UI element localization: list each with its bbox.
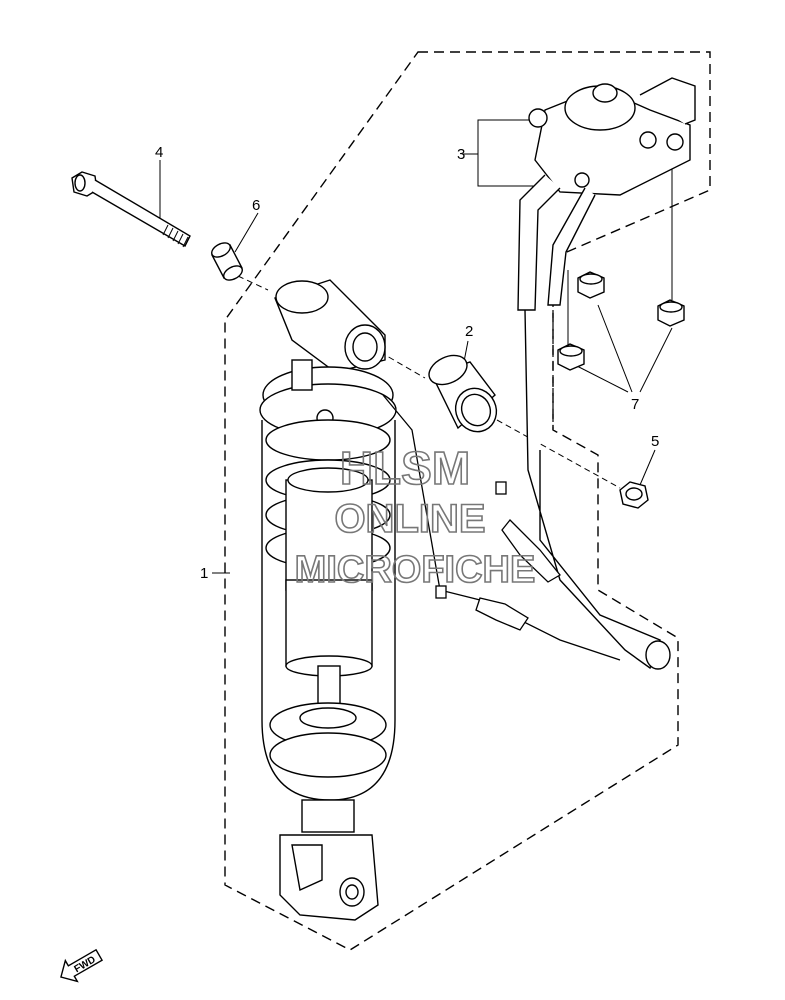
adjuster-assembly <box>517 77 696 670</box>
callouts: 1 2 3 4 5 6 7 <box>155 144 659 582</box>
watermark-line-3: MICROFICHE <box>295 549 536 591</box>
callout-5: 5 <box>651 433 659 450</box>
shock-absorber <box>259 279 397 921</box>
callout-7: 7 <box>631 396 639 413</box>
bushing-part <box>428 354 498 433</box>
watermark: HLSM ONLINE MICROFICHE <box>294 441 536 592</box>
adjuster-cable <box>382 394 621 661</box>
bolt-part <box>71 171 191 248</box>
watermark-line-1: HLSM <box>340 442 470 494</box>
watermark-line-2: ONLINE <box>334 497 485 541</box>
callout-3: 3 <box>457 146 465 163</box>
callout-2: 2 <box>465 323 473 340</box>
callout-4: 4 <box>155 144 163 161</box>
callout-1: 1 <box>200 565 208 582</box>
assembly-outline-1 <box>224 51 711 951</box>
callout-6: 6 <box>252 197 260 214</box>
collar-part <box>211 242 243 281</box>
nut-part-7 <box>557 271 685 371</box>
leader-lines <box>159 119 673 574</box>
fwd-arrow-icon: FWD <box>60 948 104 983</box>
fwd-label: FWD <box>72 954 97 975</box>
nut-part-5 <box>619 481 649 509</box>
